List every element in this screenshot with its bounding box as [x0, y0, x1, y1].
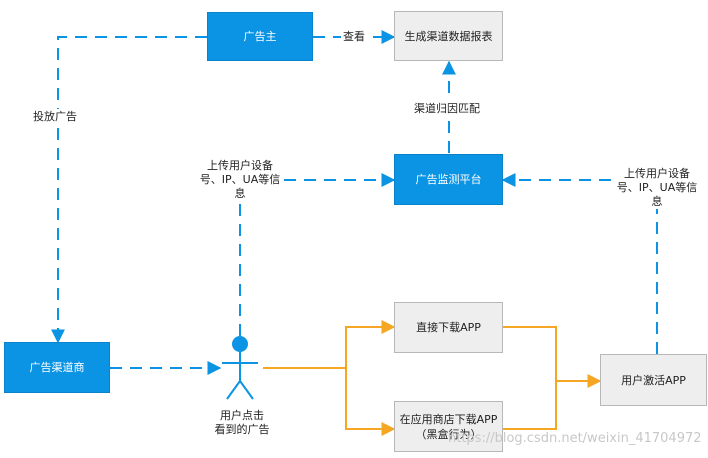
node-report: 生成渠道数据报表 [394, 11, 503, 61]
edge-store-activate [503, 381, 557, 430]
edge-user-direct [263, 320, 396, 369]
label-upload-right-line1: 上传用户设备 [624, 167, 690, 180]
edge-advertiser-channel [51, 36, 207, 344]
label-upload-left: 上传用户设备 号、IP、UA等信 息 [198, 159, 282, 201]
node-advertiser: 广告主 [207, 12, 313, 61]
label-upload-right-line2: 号、IP、UA等信 [616, 181, 698, 194]
label-upload-left-line3: 息 [234, 187, 246, 200]
edge-user-store [345, 368, 396, 436]
node-monitor: 广告监测平台 [394, 154, 503, 205]
label-upload-left-line2: 号、IP、UA等信 [199, 173, 281, 186]
node-store-download-line2: （黑盒行为） [415, 427, 482, 441]
node-store-download: 在应用商店下载APP （黑盒行为） [394, 401, 503, 452]
node-activate: 用户激活APP [600, 354, 707, 406]
user-figure-icon [222, 336, 258, 400]
label-upload-left-line1: 上传用户设备 [207, 159, 273, 172]
watermark: https://blog.csdn.net/weixin_41704972 [448, 431, 702, 446]
node-direct-download: 直接下载APP [394, 302, 503, 353]
node-store-download-line1: 在应用商店下载APP [399, 412, 498, 426]
label-user-line1: 用户点击 [220, 409, 264, 422]
label-user-line2: 看到的广告 [214, 423, 270, 436]
label-place-ad: 投放广告 [33, 109, 77, 125]
label-upload-right-line3: 息 [651, 195, 663, 208]
label-view: 查看 [341, 30, 367, 44]
edge-direct-activate [503, 326, 602, 388]
node-channel: 广告渠道商 [4, 342, 110, 393]
label-upload-right: 上传用户设备 号、IP、UA等信 息 [614, 167, 700, 209]
label-user: 用户点击 看到的广告 [204, 409, 280, 437]
edge-user-monitor [239, 173, 396, 336]
label-attribution: 渠道归因匹配 [414, 101, 480, 117]
